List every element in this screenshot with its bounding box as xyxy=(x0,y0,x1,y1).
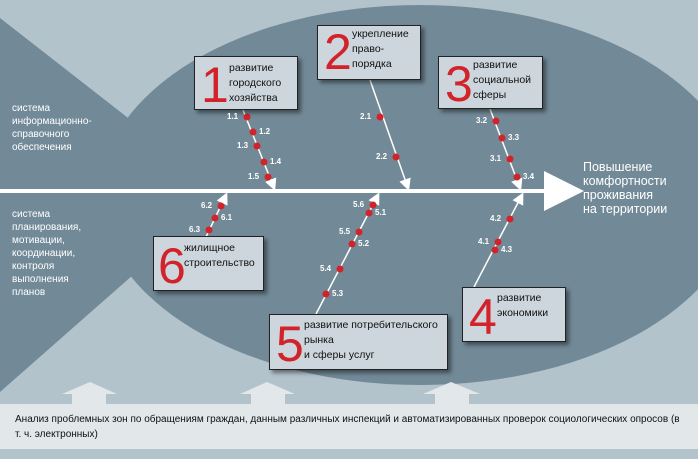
cause-dot xyxy=(506,155,514,163)
cause-label: 4.3 xyxy=(501,245,513,254)
cause-dot xyxy=(498,134,506,142)
bone-2 xyxy=(369,79,411,191)
cause-dot xyxy=(365,209,373,217)
up-arrow xyxy=(240,382,295,404)
branch-label: укрепление право- порядка xyxy=(352,28,409,70)
branch-box-5: 5 развитие потребительского рынка и сфер… xyxy=(269,314,448,370)
cause-label: 4.1 xyxy=(478,237,490,246)
cause-dot xyxy=(217,202,225,210)
cause-dot xyxy=(211,214,219,222)
branch-box-1: 1 развитие городского хозяйства xyxy=(194,56,298,110)
analysis-text: Анализ проблемных зон по обращениям граж… xyxy=(15,414,680,440)
branch-box-2: 2 укрепление право- порядка xyxy=(317,25,421,80)
cause-label: 3.3 xyxy=(508,133,520,142)
up-arrow xyxy=(62,382,117,404)
cause-dot xyxy=(369,201,377,209)
up-arrow xyxy=(423,382,480,404)
cause-label: 1.4 xyxy=(270,157,282,166)
cause-dot xyxy=(492,117,500,125)
branch-number: 5 xyxy=(276,316,304,372)
analysis-panel: Анализ проблемных зон по обращениям граж… xyxy=(0,404,698,449)
cause-label: 1.5 xyxy=(248,172,260,181)
branch-label: развитие потребительского рынка и сферы … xyxy=(304,319,438,361)
cause-label: 6.1 xyxy=(221,213,233,222)
cause-label: 1.1 xyxy=(227,112,239,121)
cause-label: 6.3 xyxy=(189,225,201,234)
cause-label: 6.2 xyxy=(201,201,213,210)
cause-label: 2.1 xyxy=(360,112,372,121)
cause-dot xyxy=(392,153,400,161)
cause-label: 3.1 xyxy=(490,154,502,163)
cause-dot xyxy=(249,128,257,136)
cause-dot xyxy=(506,215,514,223)
cause-dot xyxy=(513,173,521,181)
info-system-label: система информационно- справочного обесп… xyxy=(12,103,92,153)
branch-label: развитие экономики xyxy=(497,292,549,319)
branch-label: развитие социальной сферы xyxy=(473,59,532,101)
cause-dot xyxy=(348,240,356,248)
fish-tail xyxy=(0,18,150,392)
goal-label: Повышение комфортности проживания на тер… xyxy=(583,160,668,216)
branch-box-6: 6 жилищное строительство xyxy=(153,236,264,291)
cause-dot xyxy=(264,173,272,181)
cause-label: 3.2 xyxy=(476,116,488,125)
cause-label: 5.2 xyxy=(358,239,370,248)
cause-label: 1.2 xyxy=(259,127,271,136)
cause-dot xyxy=(355,228,363,236)
branch-number: 4 xyxy=(469,289,497,345)
cause-dot xyxy=(376,113,384,121)
branch-box-3: 3 развитие социальной сферы xyxy=(438,56,543,109)
cause-label: 5.3 xyxy=(332,289,344,298)
cause-dot xyxy=(260,158,268,166)
cause-dot xyxy=(336,265,344,273)
cause-dot xyxy=(322,290,330,298)
cause-label: 1.3 xyxy=(237,141,249,150)
cause-dot xyxy=(494,238,502,246)
branch-box-4: 4 развитие экономики xyxy=(462,287,566,342)
cause-label: 5.4 xyxy=(320,264,332,273)
branch-label: жилищное строительство xyxy=(184,242,255,269)
cause-label: 5.1 xyxy=(375,208,387,217)
cause-dot xyxy=(205,226,213,234)
branch-number: 2 xyxy=(324,24,352,80)
branch-number: 6 xyxy=(158,238,186,294)
branch-label: развитие городского хозяйства xyxy=(229,62,282,104)
cause-label: 4.2 xyxy=(490,214,502,223)
cause-dot xyxy=(253,142,261,150)
cause-label: 5.5 xyxy=(339,227,351,236)
branch-number: 1 xyxy=(201,57,229,113)
cause-label: 3.4 xyxy=(523,172,535,181)
cause-dot xyxy=(491,246,499,254)
cause-dot xyxy=(243,113,251,121)
planning-system-label: система планирования, мотивации, координ… xyxy=(12,209,82,298)
branch-number: 3 xyxy=(445,56,473,112)
cause-label: 5.6 xyxy=(353,200,365,209)
cause-label: 2.2 xyxy=(376,152,388,161)
